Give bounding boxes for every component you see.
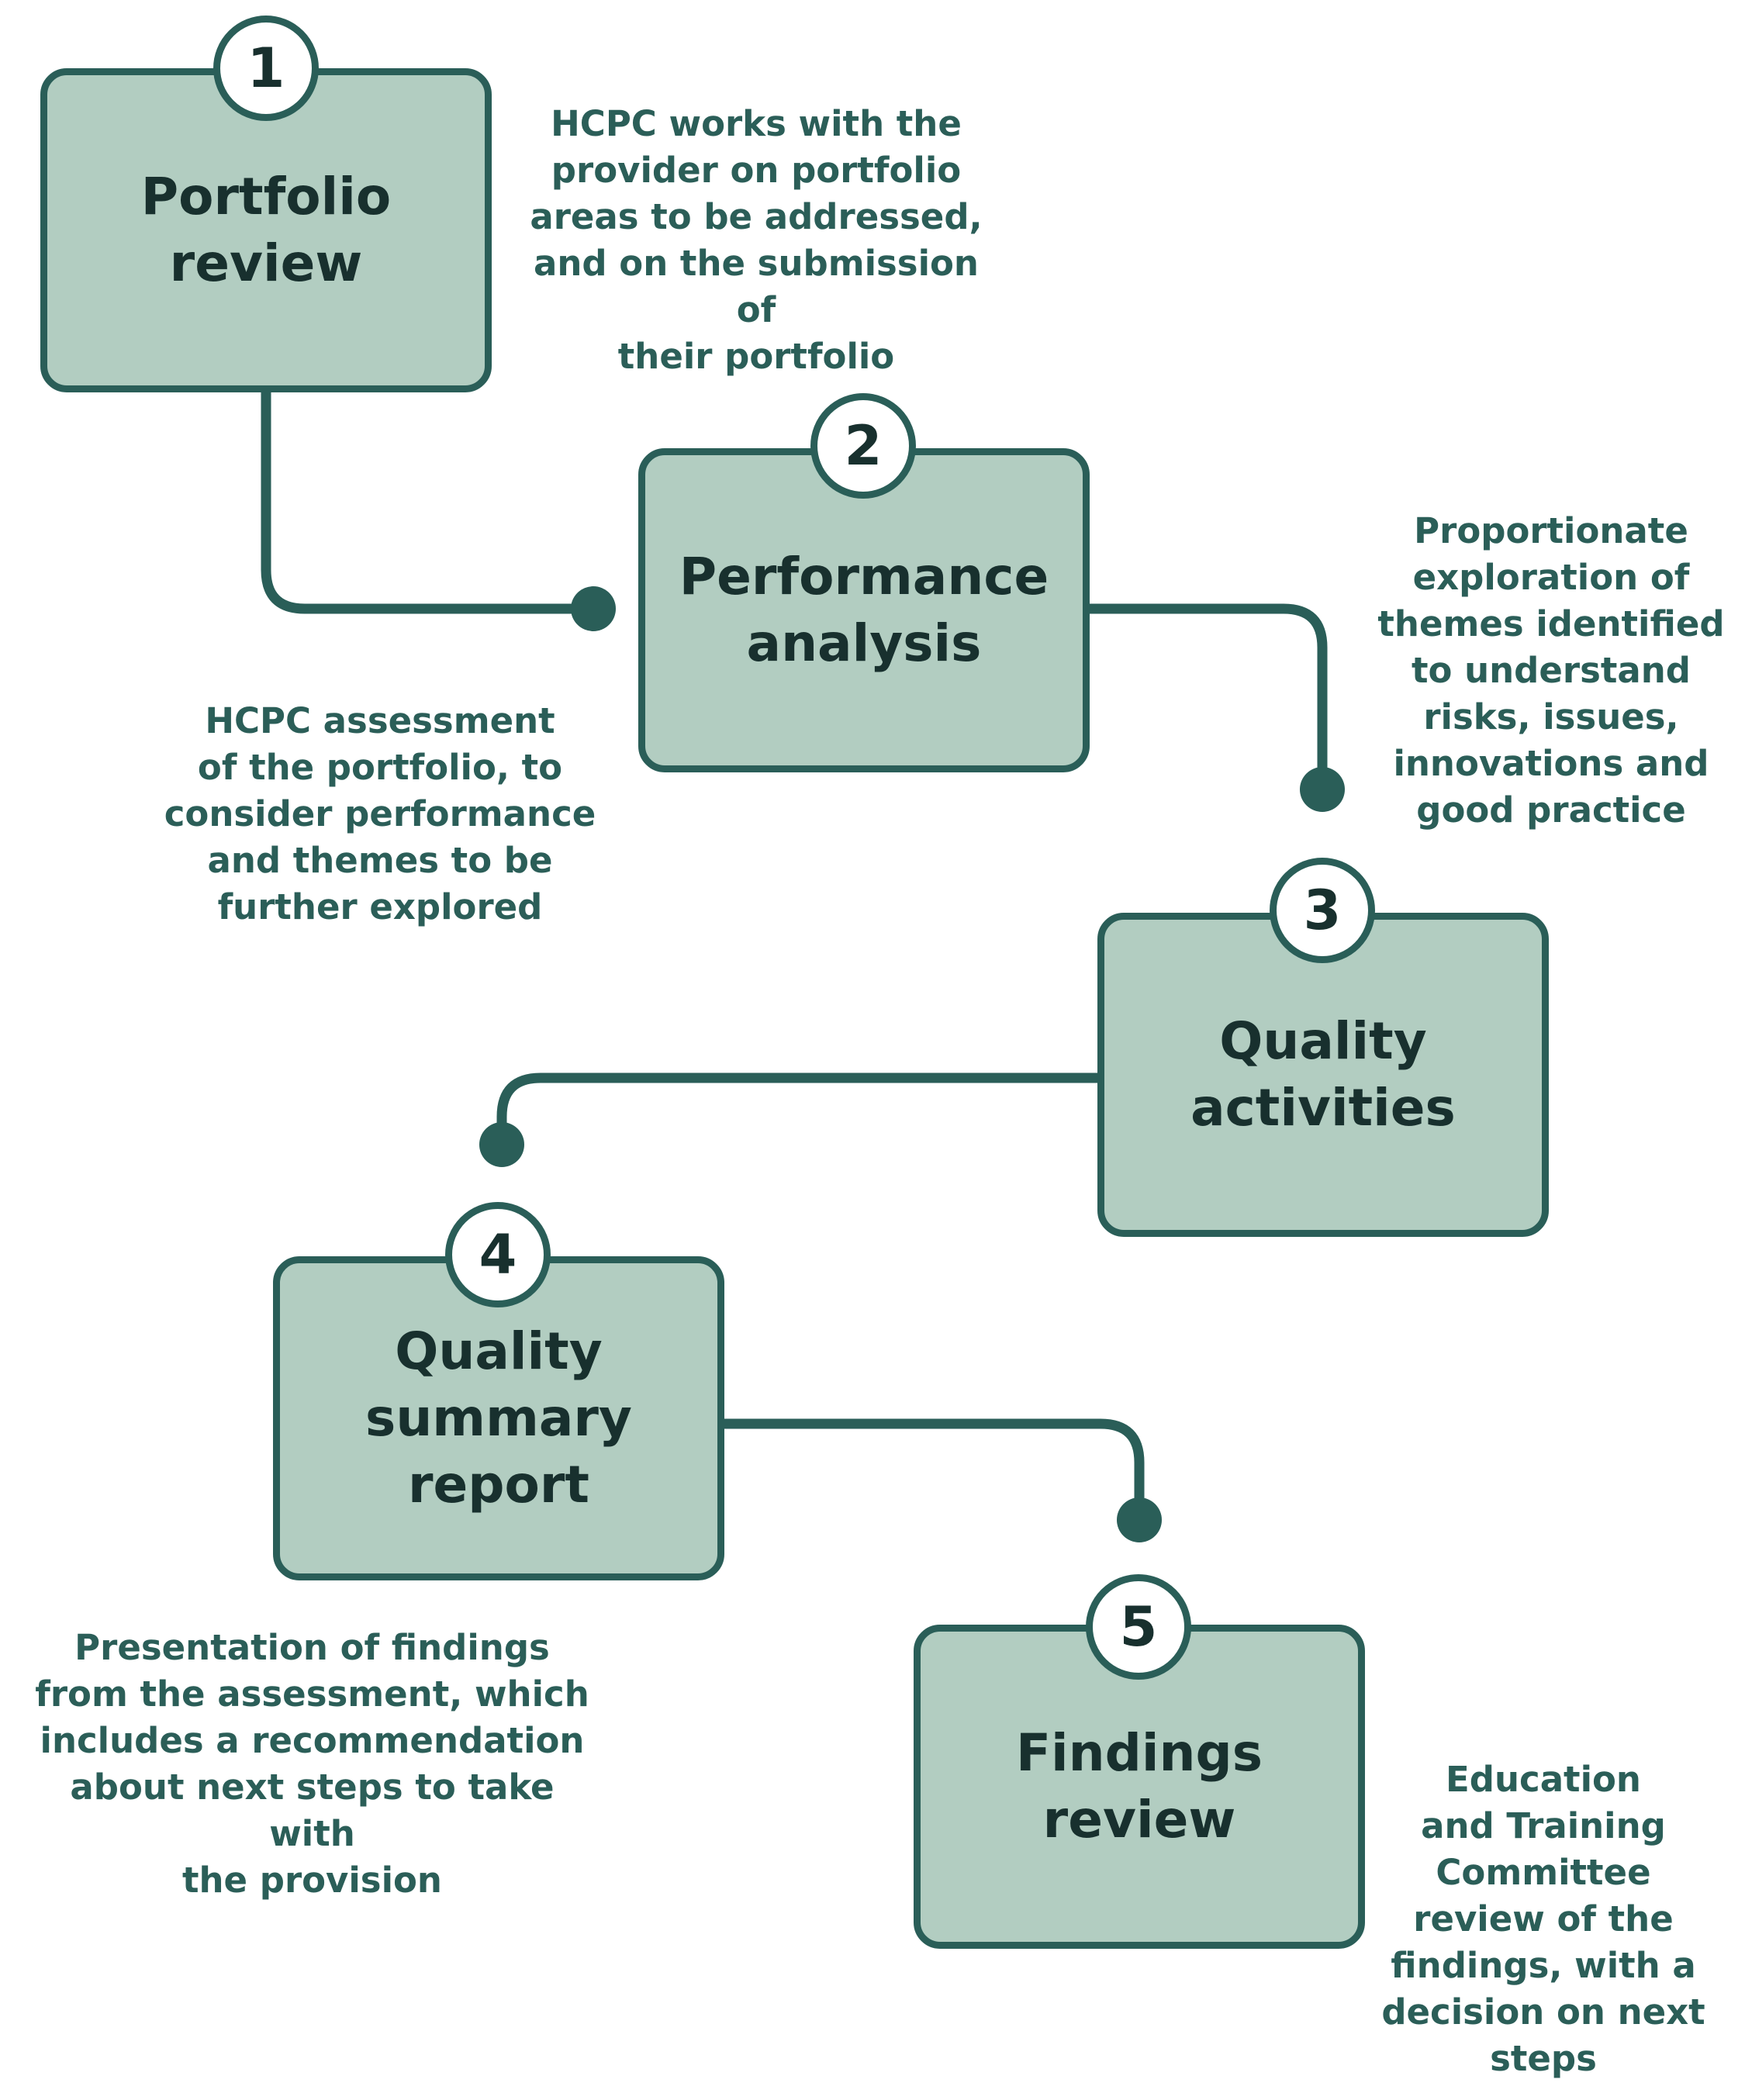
connector-3-to-4-endpoint [479,1122,524,1167]
connector-4-to-5 [720,1418,1145,1520]
step-4-number-badge: 4 [445,1202,551,1307]
step-2-number-badge: 2 [810,393,916,499]
step-2-title: Performance analysis [679,547,1049,673]
connector-4-to-5-endpoint [1117,1497,1162,1542]
step-4-number: 4 [479,1223,517,1287]
step-3-number-badge: 3 [1270,858,1375,963]
step-2-box: Performance analysis [638,448,1090,772]
step-3-box: Quality activities [1097,913,1549,1237]
step-5-number: 5 [1119,1595,1158,1659]
step-1-title: Portfolio review [140,167,392,293]
connector-1-to-2-endpoint [571,586,616,631]
step-4-title: Quality summary report [365,1321,632,1515]
step-4-description: Presentation of findings from the assess… [35,1627,589,1901]
connector-1-to-2 [261,388,593,614]
step-2-number: 2 [844,414,883,478]
step-1-number-badge: 1 [213,16,319,121]
step-5-description: Education and Training Committee review … [1381,1759,1705,2079]
connector-2-to-3-endpoint [1300,767,1345,812]
step-3-title: Quality activities [1190,1011,1456,1138]
step-1-description: HCPC works with the provider on portfoli… [530,103,983,377]
connector-2-to-3 [1087,603,1328,789]
step-2-description: HCPC assessment of the portfolio, to con… [164,700,596,927]
step-3-number: 3 [1303,879,1342,942]
step-5-title: Findings review [1015,1723,1263,1850]
step-5-number-badge: 5 [1086,1574,1191,1680]
connector-3-to-4 [496,1072,1101,1145]
step-3-description: Proportionate exploration of themes iden… [1377,510,1725,831]
step-1-number: 1 [247,36,285,100]
